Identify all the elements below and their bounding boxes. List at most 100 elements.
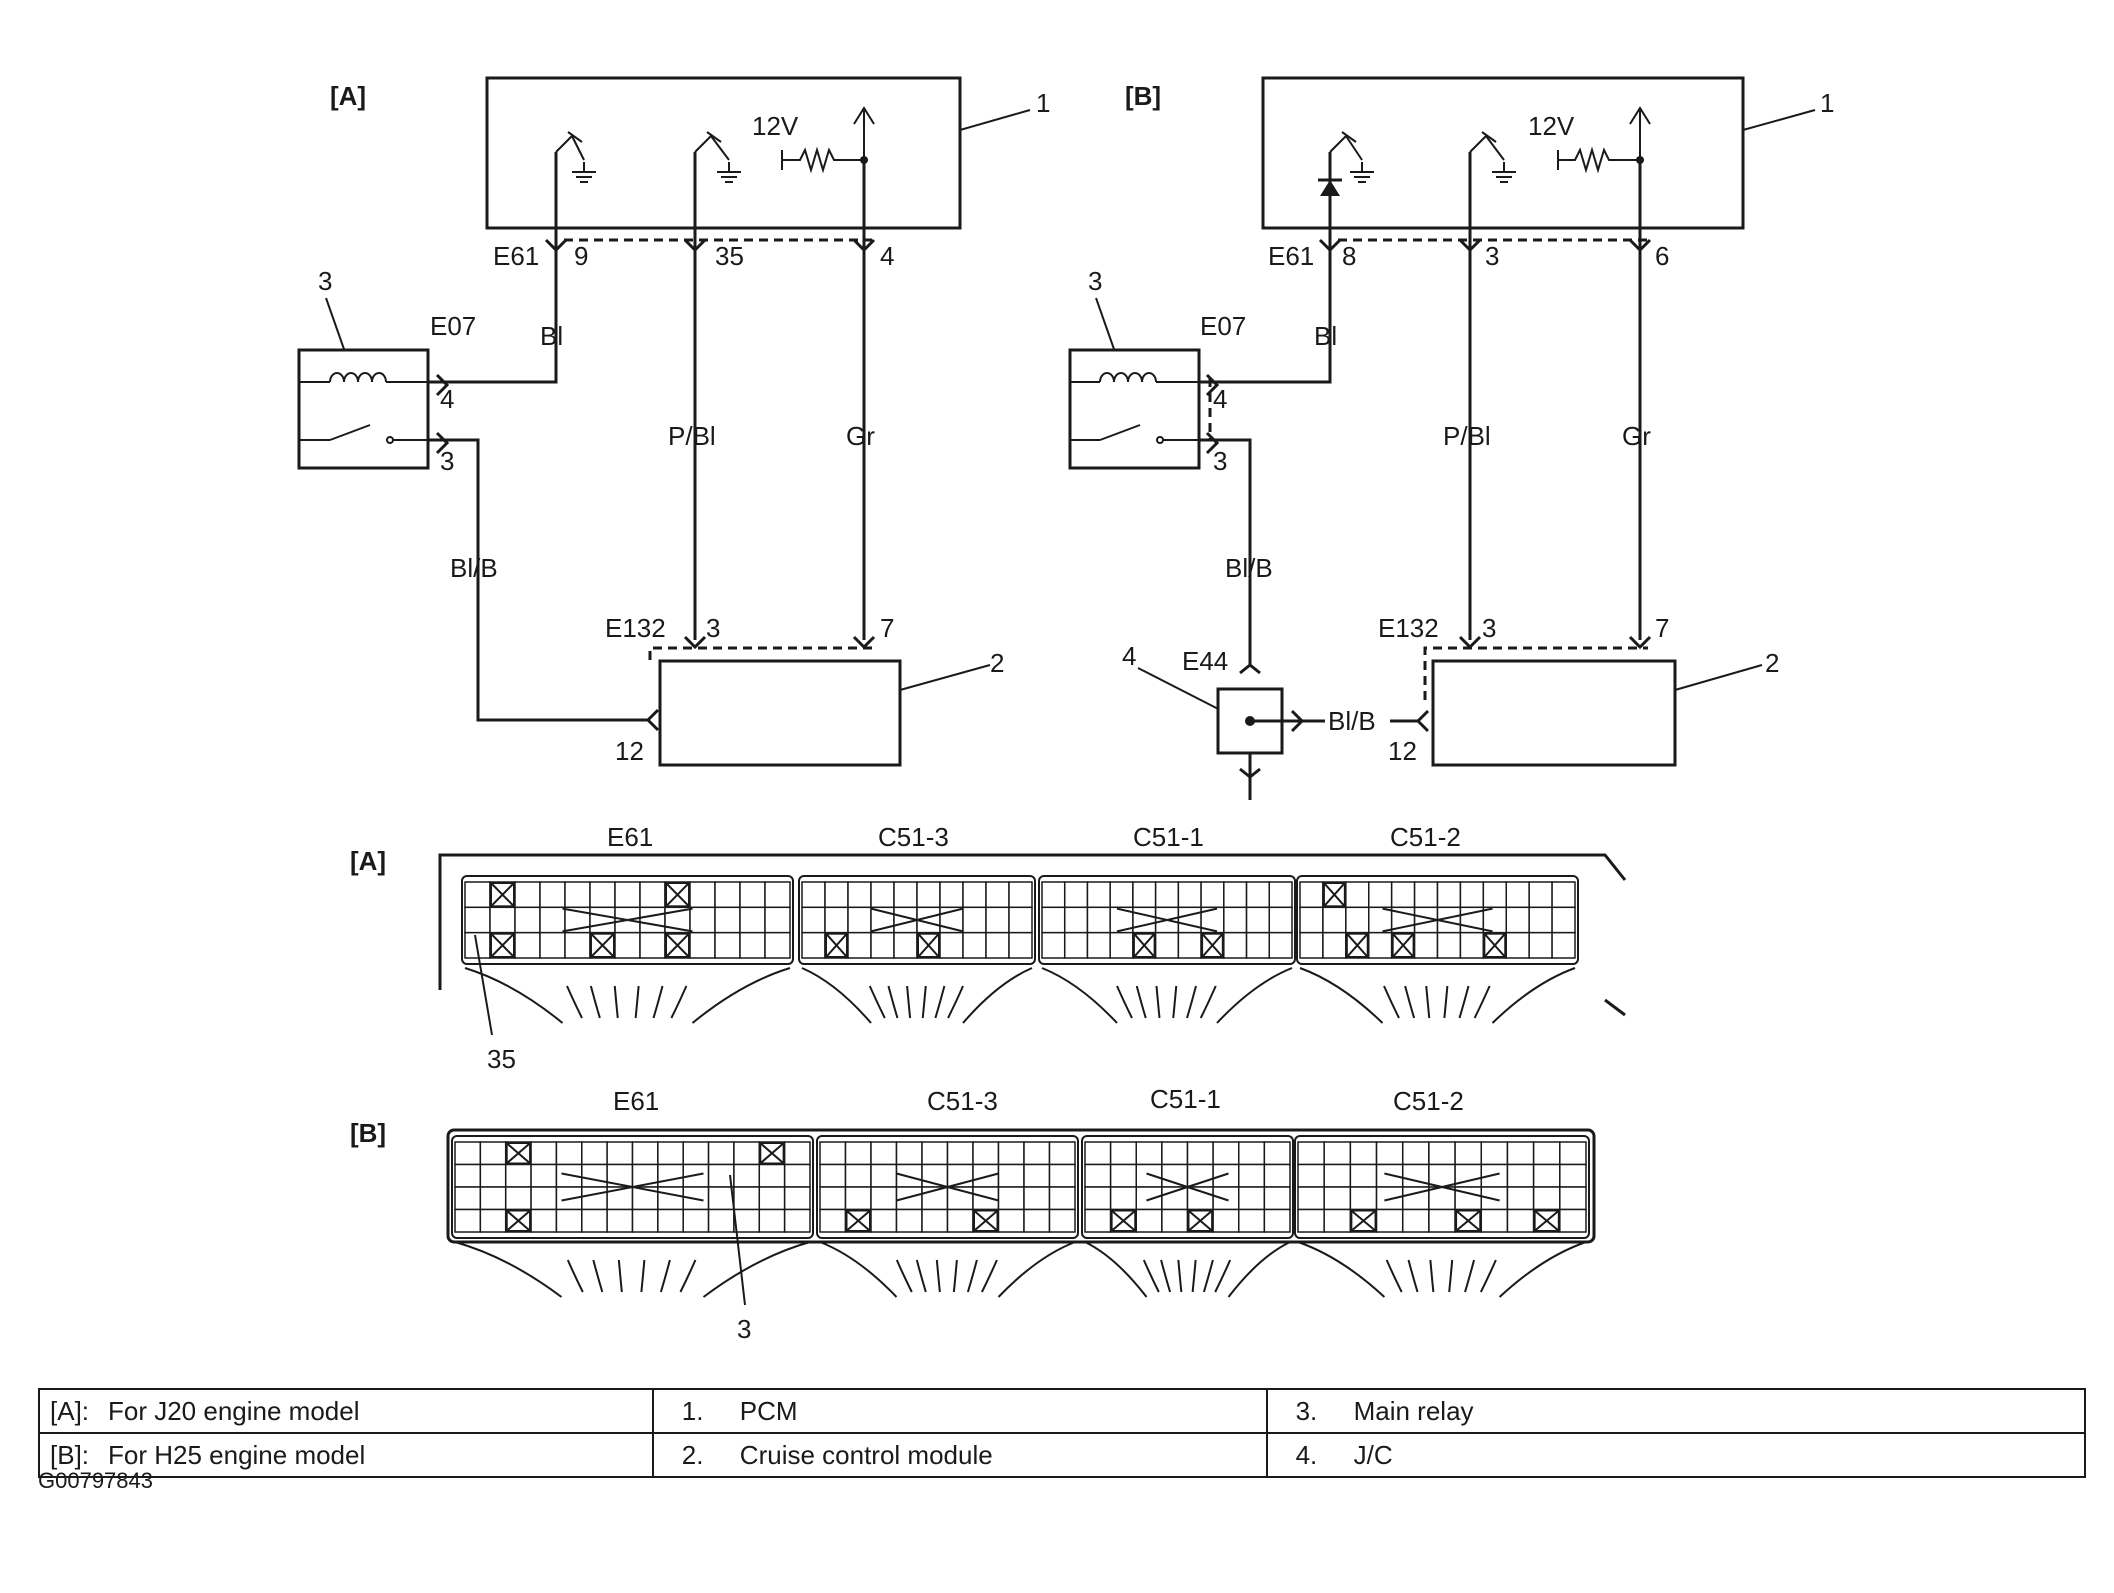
pin-cell (639, 906, 666, 934)
pin-cell (1008, 931, 1033, 959)
pin-cell (1368, 881, 1393, 909)
pcm-connector-label: E61 (1268, 241, 1314, 271)
pin-cell (1375, 1208, 1404, 1233)
circuit-b-title: [B] (1125, 81, 1161, 111)
pin-cell (657, 1163, 684, 1188)
cruise-module-box (658, 659, 902, 767)
pin-cell (639, 881, 666, 909)
module-callout: 2 (990, 648, 1004, 678)
pin-cell (1505, 881, 1530, 909)
wire-color-label: Bl/B (1328, 706, 1376, 736)
connector-view-a-title: [A] (350, 846, 386, 876)
pin-cell (1299, 931, 1324, 959)
connector-label: C51-3 (878, 822, 949, 852)
pin-cell (631, 1208, 659, 1233)
transistor-icon (555, 131, 597, 183)
pin-cell (589, 881, 616, 909)
module-pin: 7 (880, 613, 894, 643)
pin-cell (1161, 1141, 1189, 1166)
legend-key: 1. (681, 1395, 704, 1426)
module-pin: 7 (1655, 613, 1669, 643)
transistor-icon (1469, 131, 1517, 183)
pin-cell (1532, 1141, 1561, 1166)
legend-table: [A]:For J20 engine model 1.PCM 3.Main re… (38, 1388, 2087, 1478)
pin-cell (555, 1208, 583, 1233)
pin-cell (1551, 881, 1576, 909)
pin-cell (1506, 1163, 1535, 1188)
pcm-pin: 8 (1342, 241, 1356, 271)
pin-cell (997, 1141, 1025, 1166)
circuit-b: [B] 1 12V (1068, 76, 1834, 800)
circuit-a-title: [A] (330, 81, 366, 111)
pcm-pin: 6 (1655, 241, 1669, 271)
pin-cell (764, 881, 791, 909)
pin-cell (454, 1141, 482, 1166)
pin-cell (1506, 1208, 1535, 1233)
unused-pin-mark (845, 1209, 871, 1232)
pin-cell (1323, 1208, 1352, 1233)
pin-cell (1132, 881, 1157, 909)
pin-cell (530, 1141, 558, 1166)
pin-cell (1135, 1186, 1163, 1211)
connector-block (1296, 875, 1579, 1024)
transistor-icon (694, 131, 742, 183)
pin-cell (895, 1163, 923, 1188)
legend-text: PCM (739, 1395, 798, 1426)
wire-color-label: Bl/B (1225, 553, 1273, 583)
pin-cell (714, 931, 741, 959)
pin-cell (1212, 1163, 1240, 1188)
wire-color-label: Gr (846, 421, 875, 451)
pin-cell (1135, 1141, 1163, 1166)
pin-cell (1238, 1163, 1266, 1188)
pin-cell (847, 906, 872, 934)
pin-cell (639, 931, 666, 959)
pin-cell (1048, 1163, 1076, 1188)
pin-cell (707, 1208, 735, 1233)
connector-view-b-title: [B] (350, 1118, 386, 1148)
switch-icon (299, 424, 428, 444)
pin-cell (1551, 931, 1576, 959)
pin-cell (1322, 906, 1347, 934)
pin-cell (764, 906, 791, 934)
legend-key: [A]: (50, 1395, 90, 1426)
pin-cell (454, 1163, 482, 1188)
pin-cell (1212, 1208, 1240, 1233)
unused-pin-mark (505, 1142, 532, 1165)
pin-cell (1368, 931, 1393, 959)
pin-cell (657, 1186, 684, 1211)
coil-icon (299, 372, 428, 383)
unused-pin-mark (490, 932, 515, 959)
pin-cell (801, 931, 826, 959)
circuit-a: [A] 1 12V (297, 76, 1050, 767)
pin-cell (1084, 1163, 1112, 1188)
resistor-icon (781, 106, 875, 174)
legend-key: [B]: (50, 1439, 90, 1470)
pin-cell (844, 1141, 872, 1166)
supply-label: 12V (1528, 111, 1575, 141)
unused-pin-mark (1345, 932, 1369, 959)
legend-text: J/C (1353, 1439, 1393, 1470)
connector-label: C51-1 (1150, 1084, 1221, 1114)
unused-pin-mark (590, 932, 615, 959)
module-pin: 3 (706, 613, 720, 643)
pin-cell (1109, 1186, 1137, 1211)
pin-cell (870, 1186, 898, 1211)
pin-cell (1135, 1208, 1163, 1233)
wire-color-label: Bl (540, 321, 563, 351)
pin-cell (581, 1186, 608, 1211)
pin-cell (870, 881, 895, 909)
pin-cell (1349, 1141, 1378, 1166)
pcm-callout: 1 (1036, 88, 1050, 118)
pin-cell (454, 1208, 482, 1233)
connector-block (1081, 1135, 1294, 1298)
pin-cell (689, 881, 716, 909)
pin-cell (581, 1208, 608, 1233)
pin-cell (530, 1163, 558, 1188)
pin-cell (1223, 906, 1248, 934)
pin-cell (1063, 881, 1089, 909)
wire-harness (454, 1241, 811, 1298)
unused-pin-mark (1322, 882, 1346, 908)
pin-cell (1506, 1141, 1535, 1166)
relay-pin: 3 (1213, 446, 1227, 476)
relay-pin: 4 (1213, 384, 1227, 414)
